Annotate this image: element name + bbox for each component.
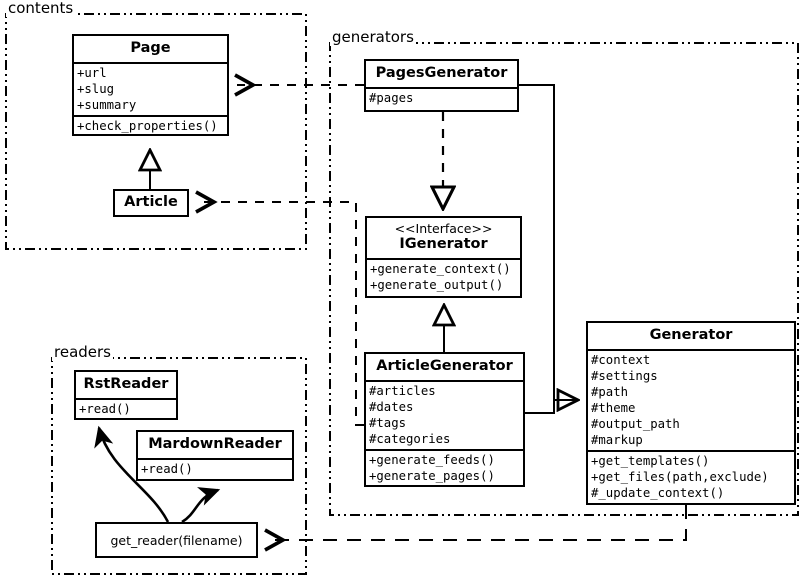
class-name-rst-reader: RstReader — [83, 376, 169, 392]
class-methods-page: +check_properties() — [74, 115, 227, 136]
class-box-page[interactable]: Page +url +slug +summary +check_properti… — [72, 34, 229, 136]
class-attributes-pages-generator: #pages — [366, 87, 517, 108]
method-generate-feeds: +generate_feeds() — [369, 453, 495, 467]
class-box-rst-reader[interactable]: RstReader +read() — [74, 370, 178, 420]
method-read-rst: +read() — [79, 402, 131, 416]
class-methods-mardown-reader: +read() — [138, 458, 292, 479]
class-box-generator[interactable]: Generator #context #settings #path #them… — [586, 321, 796, 505]
class-name-article-generator: ArticleGenerator — [376, 358, 513, 374]
method-generate-pages: +generate_pages() — [369, 469, 495, 483]
package-label-readers: readers — [52, 343, 113, 361]
attribute-path: #path — [591, 385, 629, 399]
attribute-dates: #dates — [369, 400, 414, 414]
relation-get-reader-returns-mardownreader — [181, 487, 221, 524]
attribute-categories: #categories — [369, 432, 451, 446]
class-stereotype-igenerator: <<Interface>> — [394, 221, 493, 236]
class-name-mardown-reader: MardownReader — [148, 436, 282, 452]
attribute-context: #context — [591, 353, 651, 367]
attribute-articles: #articles — [369, 384, 436, 398]
class-name-page: Page — [130, 40, 171, 56]
relation-pagesgenerator-extends-generator — [519, 84, 578, 400]
method-generate-output: +generate_output() — [370, 278, 504, 292]
function-box-get-reader[interactable]: get_reader(filename) — [95, 522, 258, 558]
method-read-markdown: +read() — [141, 462, 193, 476]
class-attributes-page: +url +slug +summary — [74, 62, 227, 115]
attribute-settings: #settings — [591, 369, 658, 383]
package-frame-readers — [51, 357, 307, 575]
class-methods-article-generator: +generate_feeds() +generate_pages() — [366, 449, 523, 486]
class-methods-generator: +get_templates() +get_files(path,exclude… — [588, 450, 794, 503]
class-name-igenerator: IGenerator — [399, 236, 488, 252]
method-get-templates: +get_templates() — [591, 454, 710, 468]
class-name-generator: Generator — [649, 327, 733, 343]
class-name-article: Article — [124, 194, 178, 210]
relation-get-reader-returns-rstreader — [94, 425, 170, 523]
class-attributes-article-generator: #articles #dates #tags #categories — [366, 380, 523, 449]
relation-generator-uses-get-reader — [264, 505, 687, 552]
attribute-url: +url — [77, 66, 107, 80]
class-box-article-generator[interactable]: ArticleGenerator #articles #dates #tags … — [364, 352, 525, 487]
class-box-mardown-reader[interactable]: MardownReader +read() — [136, 430, 294, 481]
relation-articlegenerator-uses-article — [195, 190, 364, 426]
package-frame-generators — [329, 42, 799, 516]
attribute-tags: #tags — [369, 416, 407, 430]
attribute-summary: +summary — [77, 98, 137, 112]
package-frame-contents — [5, 13, 307, 250]
function-label-get-reader: get_reader(filename) — [110, 532, 243, 548]
attribute-slug: +slug — [77, 82, 115, 96]
class-box-article[interactable]: Article — [113, 189, 189, 217]
method-check-properties: +check_properties() — [77, 119, 218, 133]
attribute-markup: #markup — [591, 433, 643, 447]
class-name-pages-generator: PagesGenerator — [375, 65, 508, 81]
class-box-igenerator[interactable]: <<Interface>> IGenerator +generate_conte… — [365, 216, 522, 298]
package-label-contents: contents — [6, 0, 76, 17]
method-get-files: +get_files(path,exclude) — [591, 470, 769, 484]
class-box-pages-generator[interactable]: PagesGenerator #pages — [364, 59, 519, 112]
package-label-generators: generators — [330, 28, 416, 46]
relation-articlegenerator-extends-generator — [525, 399, 578, 414]
class-methods-igenerator: +generate_context() +generate_output() — [367, 258, 520, 295]
method-update-context: #_update_context() — [591, 486, 725, 500]
class-methods-rst-reader: +read() — [76, 398, 176, 419]
attribute-output-path: #output_path — [591, 417, 680, 431]
method-generate-context: +generate_context() — [370, 262, 511, 276]
attribute-theme: #theme — [591, 401, 636, 415]
attribute-pages: #pages — [369, 91, 414, 105]
class-attributes-generator: #context #settings #path #theme #output_… — [588, 349, 794, 450]
